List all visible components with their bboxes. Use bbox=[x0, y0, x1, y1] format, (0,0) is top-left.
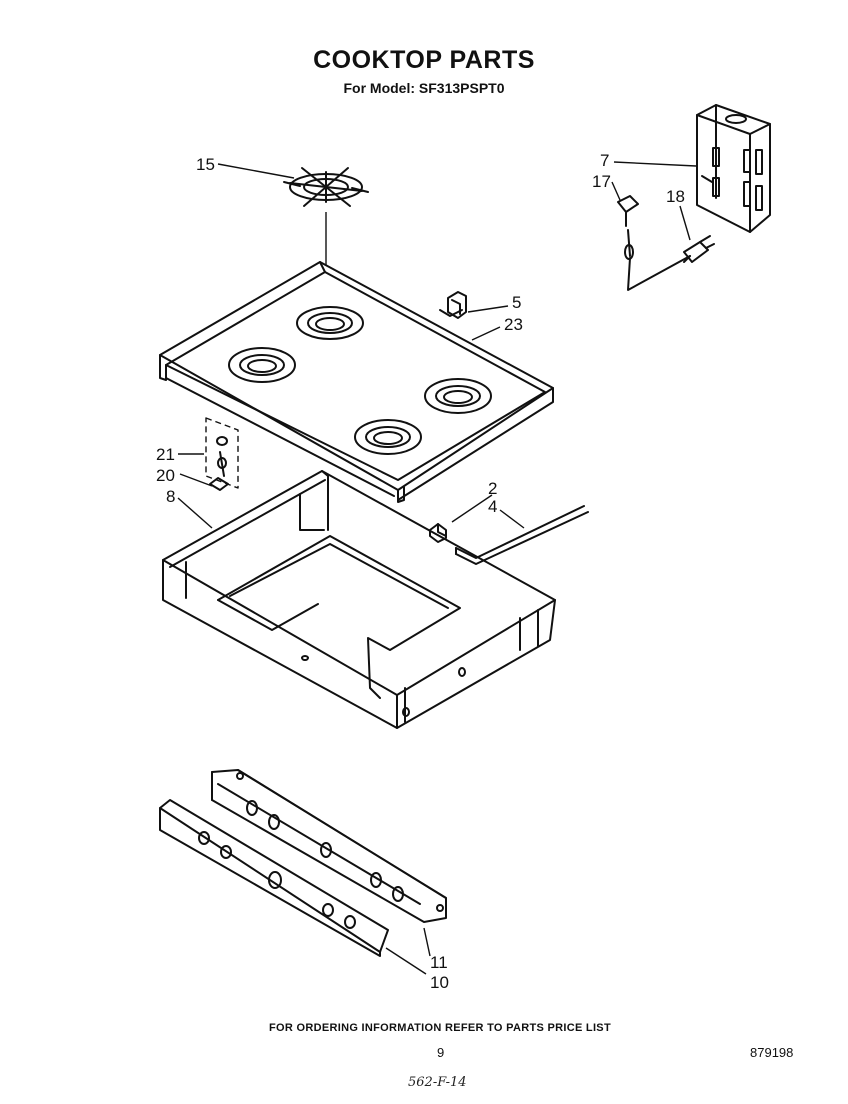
leader-lines bbox=[177, 161, 697, 975]
callout-20: 20 bbox=[156, 466, 175, 485]
power-plug-part-18 bbox=[683, 235, 715, 263]
cooktop-part-23 bbox=[159, 261, 554, 503]
valve-detail-parts-20-21 bbox=[205, 417, 239, 491]
callout-10: 10 bbox=[430, 973, 449, 992]
bracket-box-part-7 bbox=[696, 104, 771, 233]
document-number: 879198 bbox=[750, 1045, 794, 1060]
callout-17: 17 bbox=[592, 172, 611, 191]
control-panel-overlay-part-10 bbox=[159, 799, 389, 957]
control-panel-part-11 bbox=[211, 769, 447, 923]
callout-5: 5 bbox=[512, 293, 521, 312]
callout-15: 15 bbox=[196, 155, 215, 174]
burner-box-part-8 bbox=[162, 470, 556, 729]
switch-part-17 bbox=[617, 195, 691, 291]
callout-4: 4 bbox=[488, 497, 497, 516]
page-title: COOKTOP PARTS bbox=[313, 46, 535, 74]
page-number: 9 bbox=[437, 1045, 445, 1060]
callout-7: 7 bbox=[600, 151, 609, 170]
model-subtitle: For Model: SF313PSPT0 bbox=[343, 80, 505, 96]
gas-tube-part-4 bbox=[455, 505, 589, 565]
callout-2: 2 bbox=[488, 479, 497, 498]
callout-21: 21 bbox=[156, 445, 175, 464]
callout-18: 18 bbox=[666, 187, 685, 206]
handwritten-note: 562-F-14 bbox=[408, 1075, 467, 1090]
callout-23: 23 bbox=[504, 315, 523, 334]
ordering-note: FOR ORDERING INFORMATION REFER TO PARTS … bbox=[269, 1022, 611, 1034]
clip-part-5 bbox=[439, 291, 467, 319]
burner-grate-part-15 bbox=[283, 167, 369, 207]
callout-8: 8 bbox=[166, 487, 175, 506]
connector-part-2 bbox=[429, 523, 447, 543]
callout-11: 11 bbox=[430, 953, 448, 972]
